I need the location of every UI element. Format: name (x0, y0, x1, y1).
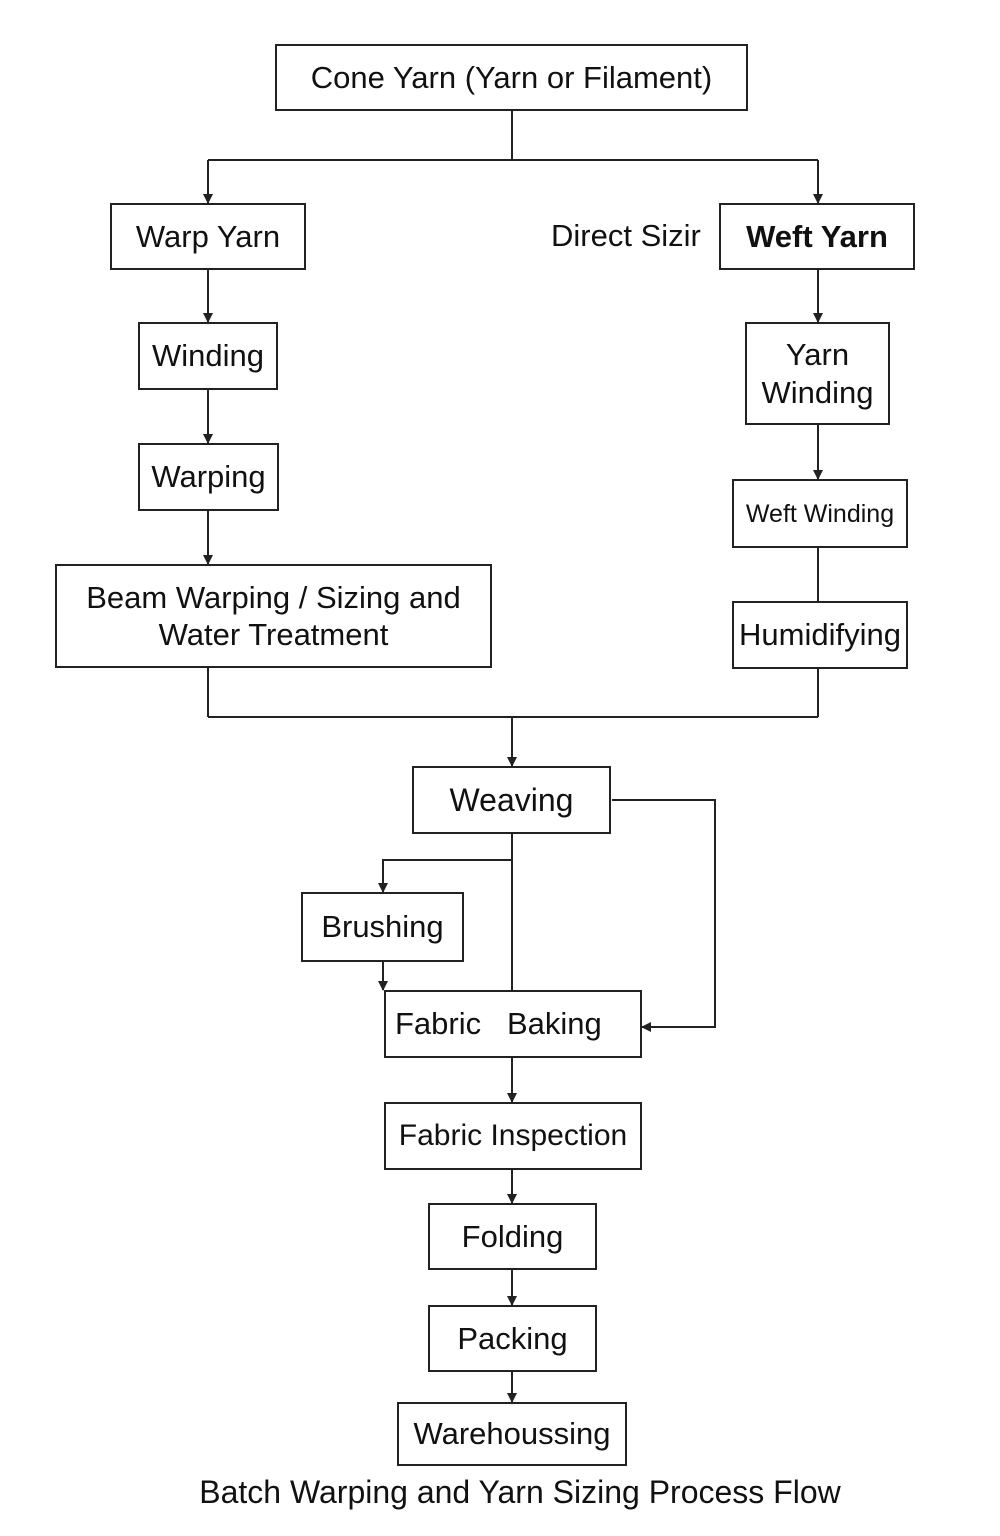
node-fabric-baking: Fabric Baking (384, 990, 642, 1058)
node-yarn-winding-line1: Yarn (785, 337, 850, 373)
node-brushing-label: Brushing (321, 909, 444, 945)
node-warping-label: Warping (151, 459, 266, 495)
node-folding-label: Folding (461, 1218, 564, 1254)
direct-sizing-label: Direct Sizir (551, 218, 701, 253)
node-warping: Warping (138, 443, 279, 511)
node-humidifying: Humidifying (732, 601, 908, 669)
node-warp-yarn: Warp Yarn (110, 203, 306, 270)
node-winding: Winding (138, 322, 278, 390)
node-folding: Folding (428, 1203, 597, 1270)
edge-weaving-to-brushing (378, 859, 512, 893)
diagram-title: Batch Warping and Yarn Sizing Process Fl… (199, 1474, 841, 1510)
node-weft-winding-label: Weft Winding (745, 499, 895, 528)
node-yarn-winding: Yarn Winding (745, 322, 890, 425)
node-winding-label: Winding (152, 338, 264, 374)
edge-weaving-bypass (612, 799, 716, 1032)
node-humidifying-label: Humidifying (739, 617, 901, 653)
node-cone-yarn: Cone Yarn (Yarn or Filament) (275, 44, 748, 111)
node-beam-warping: Beam Warping / Sizing and Water Treatmen… (55, 564, 492, 668)
node-weaving: Weaving (412, 766, 611, 834)
node-beam-warping-line1: Beam Warping / Sizing and (86, 579, 461, 615)
node-yarn-winding-line2: Winding (761, 374, 874, 410)
node-warp-yarn-label: Warp Yarn (135, 218, 281, 254)
node-beam-warping-line2: Water Treatment (158, 617, 389, 652)
node-warehousing: Warehoussing (397, 1402, 627, 1466)
node-weft-yarn-label: Weft Yarn (746, 218, 888, 254)
node-fabric-baking-label: Fabric Baking (395, 1006, 602, 1042)
node-weft-yarn: Weft Yarn (719, 203, 915, 270)
node-weft-winding: Weft Winding (732, 479, 908, 548)
node-packing: Packing (428, 1305, 597, 1372)
node-weaving-label: Weaving (449, 781, 574, 818)
node-packing-label: Packing (457, 1320, 568, 1356)
node-brushing: Brushing (301, 892, 464, 962)
node-fabric-inspection: Fabric Inspection (384, 1102, 642, 1170)
node-fabric-inspection-label: Fabric Inspection (398, 1119, 628, 1152)
node-cone-yarn-label: Cone Yarn (Yarn or Filament) (310, 59, 713, 95)
node-warehousing-label: Warehoussing (413, 1416, 611, 1452)
